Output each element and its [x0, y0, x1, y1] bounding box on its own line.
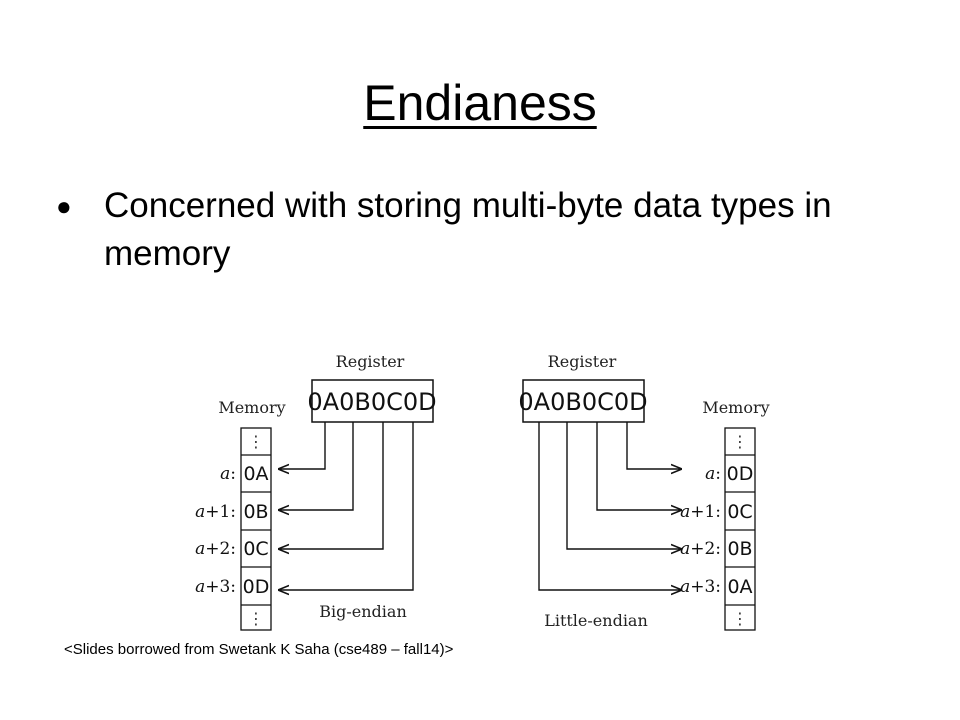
little-endian-arrow-1: [596, 422, 681, 510]
big-endian-memory-column: [240, 427, 272, 631]
little-endian-address-3: a+3:: [680, 577, 721, 597]
little-endian-register-value: 0A0B0C0D: [518, 388, 647, 416]
big-endian-cell-1: 0B: [243, 501, 268, 523]
big-endian-register-value: 0A0B0C0D: [307, 388, 436, 416]
little-endian-cell-0: 0D: [727, 463, 754, 485]
slide-title: Endianess: [0, 72, 960, 134]
big-endian-cell-3: 0D: [243, 576, 270, 598]
big-endian-address-3: a+3:: [195, 577, 236, 597]
big-endian-arrow-1: [279, 422, 354, 510]
big-endian-caption: Big-endian: [319, 602, 407, 621]
footer-credit: <Slides borrowed from Swetank K Saha (cs…: [64, 641, 454, 658]
endianness-diagram: Register 0A0B0C0D Memory ⋮ ⋮ 0A 0B 0C 0D…: [195, 352, 770, 631]
big-endian-address-1: a+1:: [195, 502, 236, 522]
little-endian-arrow-3: [538, 422, 681, 590]
big-endian-arrow-2: [279, 422, 384, 549]
big-endian-register-box: [311, 379, 434, 423]
little-endian-diagram: Register 0A0B0C0D Memory ⋮ ⋮ 0D 0C 0B 0A…: [518, 352, 770, 631]
little-endian-memory-label: Memory: [702, 398, 769, 417]
little-endian-arrow-0: [626, 422, 681, 469]
big-endian-address-2: a+2:: [195, 539, 236, 559]
little-endian-caption: Little-endian: [544, 611, 648, 630]
slide-title-text: Endianess: [363, 75, 597, 131]
bullet-item: ● Concerned with storing multi-byte data…: [56, 182, 916, 278]
big-endian-register-label: Register: [336, 352, 405, 371]
big-endian-memory-label: Memory: [218, 398, 285, 417]
bullet-dot-icon: ●: [56, 191, 72, 221]
big-endian-diagram: Register 0A0B0C0D Memory ⋮ ⋮ 0A 0B 0C 0D…: [195, 352, 437, 631]
little-endian-cell-3: 0A: [727, 576, 752, 598]
little-endian-cell-2: 0B: [727, 538, 752, 560]
little-endian-ellipsis-bottom: ⋮: [732, 609, 748, 628]
big-endian-cell-0: 0A: [243, 463, 268, 485]
big-endian-ellipsis-bottom: ⋮: [248, 609, 264, 628]
little-endian-memory-column: [724, 427, 756, 631]
little-endian-address-0: a:: [705, 464, 721, 484]
big-endian-arrow-3: [279, 422, 414, 590]
big-endian-ellipsis-top: ⋮: [248, 432, 264, 451]
little-endian-arrow-2: [566, 422, 681, 549]
big-endian-cell-2: 0C: [243, 538, 268, 560]
little-endian-cell-1: 0C: [727, 501, 752, 523]
little-endian-register-label: Register: [548, 352, 617, 371]
bullet-text: Concerned with storing multi-byte data t…: [104, 186, 832, 273]
big-endian-arrow-0: [279, 422, 326, 469]
little-endian-ellipsis-top: ⋮: [732, 432, 748, 451]
big-endian-address-0: a:: [220, 464, 236, 484]
little-endian-register-box: [522, 379, 645, 423]
little-endian-address-1: a+1:: [680, 502, 721, 522]
little-endian-address-2: a+2:: [680, 539, 721, 559]
